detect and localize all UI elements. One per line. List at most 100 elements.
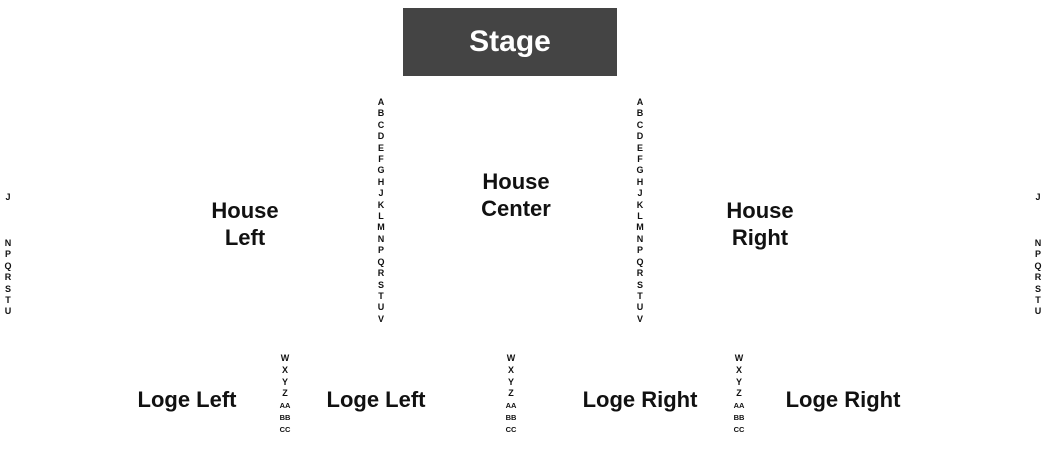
row-label: H <box>377 176 385 187</box>
row-label: W <box>280 353 290 363</box>
row-label: T <box>5 295 11 306</box>
row-label: D <box>377 131 385 142</box>
row-label: Z <box>736 388 742 399</box>
row-label: Q <box>377 256 385 267</box>
row-label: F <box>378 154 384 165</box>
row-label: J <box>637 188 643 199</box>
row-label: CC <box>733 424 745 434</box>
row-label: E <box>636 142 643 153</box>
section-label-line: Loge Right <box>582 387 698 412</box>
row-label: X <box>735 364 742 375</box>
row-label: S <box>377 279 384 290</box>
row-label: D <box>636 131 644 142</box>
row-label: B <box>377 108 385 119</box>
row-label: Z <box>282 388 288 399</box>
section-label-line: Left <box>224 225 266 250</box>
row-label: J <box>1035 192 1041 202</box>
row-label: B <box>636 108 644 119</box>
row-label: N <box>377 233 385 244</box>
row-label: U <box>4 306 12 317</box>
row-label: R <box>4 272 12 283</box>
row-label: Y <box>735 376 742 387</box>
row-label: N <box>636 233 644 244</box>
section-loge-right-inner[interactable]: Loge Right <box>583 386 698 413</box>
row-label: M <box>377 222 385 233</box>
row-label: A <box>636 97 644 107</box>
row-label: P <box>377 245 384 256</box>
row-label: X <box>281 364 288 375</box>
row-label: H <box>636 176 644 187</box>
row-label: V <box>377 313 384 324</box>
row-label: N <box>1034 238 1042 248</box>
row-label: W <box>734 353 744 363</box>
section-label-line: Loge Left <box>326 387 426 412</box>
row-label: S <box>4 283 12 294</box>
row-label: K <box>377 199 385 210</box>
row-label: CC <box>279 424 291 434</box>
section-label-line: Right <box>731 225 789 250</box>
row-label: Y <box>281 376 288 387</box>
section-house-right[interactable]: House Right <box>726 197 793 251</box>
row-label: K <box>636 199 644 210</box>
row-label: M <box>636 222 644 233</box>
row-label: W <box>506 353 516 363</box>
row-label: L <box>637 211 643 222</box>
section-label-line: Loge Right <box>785 387 901 412</box>
row-label: R <box>377 268 385 279</box>
row-label: C <box>377 119 385 130</box>
row-label: CC <box>505 424 517 434</box>
stage: Stage <box>403 8 617 76</box>
section-label-line: Center <box>481 196 551 221</box>
row-label: BB <box>505 412 517 422</box>
row-label: T <box>1035 295 1041 306</box>
row-label: AA <box>733 401 745 411</box>
row-label: Y <box>507 376 514 387</box>
row-label-side-left-upper: J <box>5 192 10 203</box>
row-label: BB <box>733 412 745 422</box>
row-label: N <box>4 238 12 248</box>
row-label: R <box>1034 272 1042 283</box>
row-label: T <box>378 290 384 301</box>
row-label: Z <box>508 388 514 399</box>
row-label: G <box>377 165 385 176</box>
row-label: U <box>377 302 385 313</box>
row-label: X <box>507 364 514 375</box>
stage-label: Stage <box>469 25 551 58</box>
row-label: S <box>1034 283 1042 294</box>
row-label: F <box>637 154 643 165</box>
row-label: J <box>5 192 11 202</box>
row-label: R <box>636 268 644 279</box>
row-label: P <box>636 245 643 256</box>
row-label: C <box>636 119 644 130</box>
section-label-line: House <box>726 198 794 223</box>
row-label: A <box>377 97 385 107</box>
row-label: BB <box>279 412 291 422</box>
section-label-line: Loge Left <box>137 387 237 412</box>
row-label: V <box>636 313 643 324</box>
row-label: Q <box>1034 260 1042 271</box>
section-house-center[interactable]: House Center <box>481 168 551 222</box>
section-loge-right-outer[interactable]: Loge Right <box>786 386 901 413</box>
row-label: AA <box>279 401 291 411</box>
row-label: Q <box>636 256 644 267</box>
row-label: P <box>4 249 12 260</box>
section-house-left[interactable]: House Left <box>211 197 278 251</box>
row-label: U <box>1034 306 1042 317</box>
row-label: E <box>377 142 384 153</box>
row-label: P <box>1034 249 1042 260</box>
section-loge-left-outer[interactable]: Loge Left <box>138 386 237 413</box>
row-label: T <box>637 290 643 301</box>
row-label: Q <box>4 260 12 271</box>
row-label-side-right-upper: J <box>1035 192 1040 203</box>
row-label: S <box>636 279 643 290</box>
section-loge-left-inner[interactable]: Loge Left <box>327 386 426 413</box>
section-label-line: House <box>211 198 279 223</box>
row-label: J <box>378 188 384 199</box>
row-label: U <box>636 302 644 313</box>
